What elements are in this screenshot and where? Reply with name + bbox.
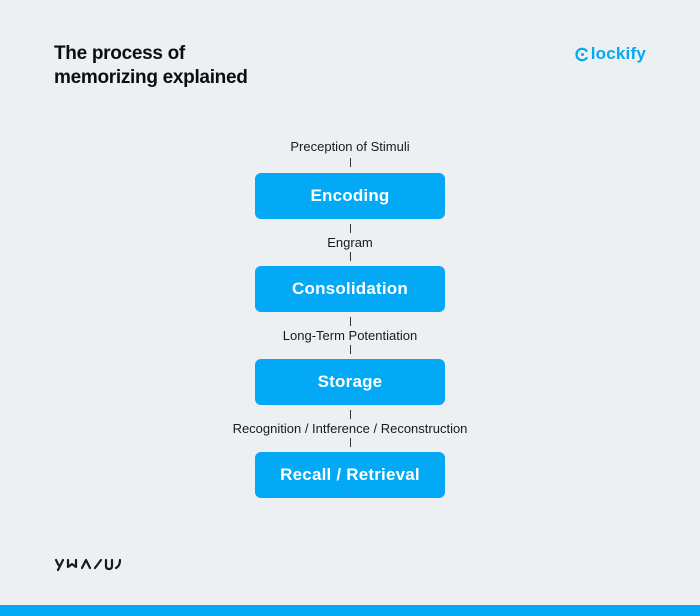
page-title: The process of memorizing explained: [54, 42, 248, 90]
step-storage: Storage: [255, 359, 445, 405]
connector-line-1: [349, 158, 351, 167]
connector-line-2a: [349, 224, 351, 233]
connector-line-2b: [349, 252, 351, 261]
connector-label-3: Long-Term Potentiation: [282, 328, 418, 343]
clockify-logo: lockify: [575, 44, 646, 64]
connector-label-4: Recognition / Intference / Reconstructio…: [232, 421, 468, 436]
step-recall-retrieval: Recall / Retrieval: [255, 452, 445, 498]
connector-line-4a: [349, 410, 351, 419]
bottom-accent-bar: [0, 605, 700, 616]
connector-line-4b: [349, 438, 351, 447]
connector-line-3b: [349, 345, 351, 354]
connector-label-2: Engram: [327, 235, 373, 250]
page-title-line-2: memorizing explained: [54, 67, 248, 88]
step-consolidation: Consolidation: [255, 266, 445, 312]
clockify-mark-icon: [575, 47, 588, 61]
connector-line-3a: [349, 317, 351, 326]
step-encoding: Encoding: [255, 173, 445, 219]
logo-text: lockify: [590, 44, 646, 63]
pumble-wordmark-icon: [54, 558, 122, 572]
page-title-line-1: The process of: [54, 43, 185, 64]
connector-label-1: Preception of Stimuli: [290, 139, 410, 154]
